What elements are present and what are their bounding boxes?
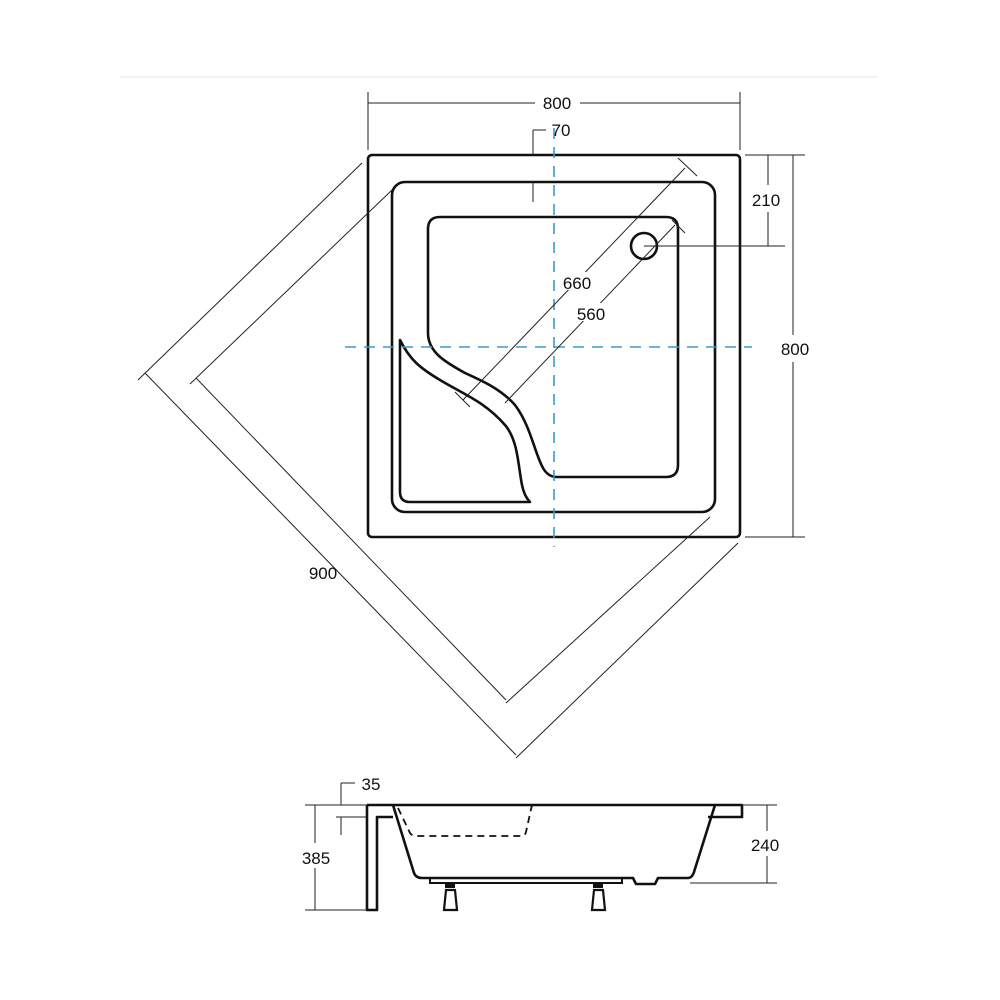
dimension-diagonal-760	[189, 189, 711, 704]
dimension-depth: 240	[690, 804, 779, 884]
dimension-diagonal-900: 900	[137, 162, 739, 759]
dimension-height: 800	[745, 155, 809, 538]
leg-left	[442, 884, 459, 912]
dimension-total-height: 385	[302, 804, 367, 911]
drain-offset-label: 210	[752, 191, 780, 210]
diagonal-560-label: 560	[577, 305, 605, 324]
seat-outline	[398, 338, 532, 504]
rim-thickness-label: 35	[362, 775, 381, 794]
dimension-drain-offset: 210	[644, 154, 805, 247]
width-label: 800	[543, 94, 571, 113]
total-height-label: 385	[302, 849, 330, 868]
dimension-rim-thickness: 35	[336, 775, 380, 835]
height-label: 800	[781, 340, 809, 359]
rim-label: 70	[552, 121, 571, 140]
top-view: 800 70 210 800 900	[137, 92, 809, 759]
diagonal-900-label: 900	[309, 564, 337, 583]
dimension-diagonal-560: 560	[504, 219, 686, 404]
tray-rim-profile	[367, 803, 744, 819]
tub-body-profile	[391, 804, 717, 886]
dimension-diagonal-660: 660	[454, 157, 698, 408]
left-panel	[365, 805, 393, 912]
dimension-width: 800	[367, 92, 741, 150]
dimension-rim: 70	[532, 121, 571, 202]
support-plate	[429, 877, 623, 884]
basin-outline	[426, 215, 680, 479]
depth-label: 240	[751, 836, 779, 855]
side-view: 35 385 240	[302, 775, 779, 912]
leg-right	[590, 884, 607, 912]
seat-hidden-line	[397, 804, 533, 837]
diagonal-660-label: 660	[563, 274, 591, 293]
